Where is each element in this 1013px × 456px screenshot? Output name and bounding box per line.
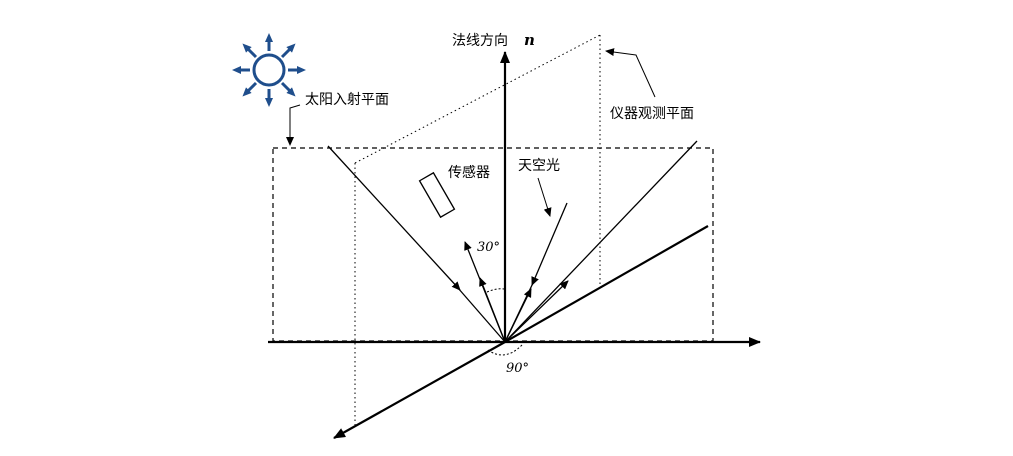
reflected-ray-1 [479,277,506,343]
sun-icon [232,33,306,107]
angle-90-arc [487,344,523,356]
depth-axis [333,341,506,439]
incident-sun-ray [327,145,461,291]
reflected-ray-far [504,140,698,343]
reflected-ray-2 [504,288,532,343]
sensor-label: 传感器 [448,164,490,181]
skylight-label: 天空光 [518,158,560,174]
normal-direction-label: 法线方向 [452,33,508,49]
skylight-ray [531,202,568,286]
sensor-shape [418,171,456,219]
instrument-plane-line [504,225,709,343]
skylight-leader [537,177,552,217]
angle-30-label: 30° [477,240,500,255]
instrument-plane-leader [605,48,656,98]
incident-sun-ray-tail [457,287,506,343]
instrument-view-plane-outline [354,34,601,425]
angle-90-label: 90° [506,361,529,376]
sun-incident-plane-rect [272,147,714,342]
normal-symbol-label: n [524,31,535,49]
sun-incident-plane-label: 太阳入射平面 [305,92,389,108]
instrument-view-plane-label: 仪器观测平面 [610,106,694,122]
sun-plane-leader [286,104,301,146]
angle-30-arc [486,288,506,293]
